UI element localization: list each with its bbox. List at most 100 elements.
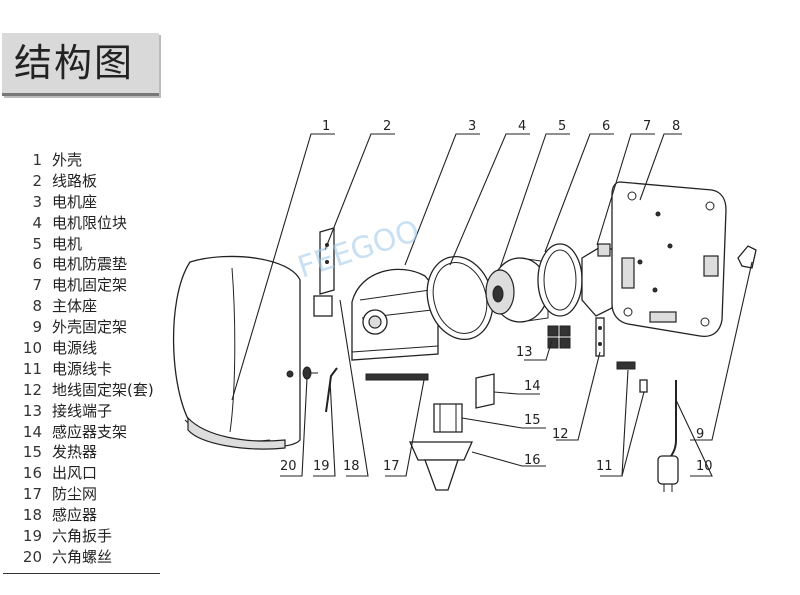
callout-number: 2 xyxy=(383,119,391,134)
legend-item-number: 12 xyxy=(22,380,42,399)
callout-number: 5 xyxy=(558,119,566,134)
part-heater xyxy=(433,403,463,433)
legend-item-label: 防尘网 xyxy=(52,485,98,504)
legend-item-number: 4 xyxy=(32,213,42,232)
legend-item: 1 外壳 xyxy=(20,150,160,171)
legend-item-label: 电机固定架 xyxy=(52,276,128,295)
legend-item: 18 感应器 xyxy=(20,505,160,526)
legend-item: 7 电机固定架 xyxy=(20,275,160,296)
callout-number: 9 xyxy=(696,427,704,442)
legend-item-number: 19 xyxy=(22,527,42,546)
legend-item-number: 3 xyxy=(32,192,42,211)
legend-item-label: 电源线 xyxy=(52,339,98,358)
legend-item-label: 电机 xyxy=(52,234,83,253)
leader-lines xyxy=(231,133,753,477)
callout-number: 6 xyxy=(602,119,610,134)
part-damping-pad xyxy=(537,243,583,317)
legend-item-number: 20 xyxy=(22,547,42,566)
legend-item: 6 电机防震垫 xyxy=(20,254,160,275)
part-hex-screw xyxy=(302,366,318,380)
legend-item: 5 电机 xyxy=(20,234,160,255)
legend-item-label: 地线固定架(套) xyxy=(52,380,154,399)
legend-item-label: 接线端子 xyxy=(52,401,113,420)
part-hex-wrench xyxy=(325,367,338,413)
legend-item-number: 16 xyxy=(22,464,42,483)
legend-item-label: 电机座 xyxy=(52,192,98,211)
legend-item-label: 发热器 xyxy=(52,443,98,462)
part-ground-bracket xyxy=(595,317,605,357)
callout-number: 17 xyxy=(383,459,400,474)
part-terminal-block xyxy=(547,325,571,349)
callout-number: 20 xyxy=(280,459,297,474)
legend-item-label: 六角扳手 xyxy=(52,527,113,546)
legend-item: 14 感应器支架 xyxy=(20,422,160,443)
part-power-cord xyxy=(657,380,679,492)
part-main-base xyxy=(611,181,727,338)
legend-item: 3 电机座 xyxy=(20,192,160,213)
legend-item-number: 2 xyxy=(32,171,42,190)
legend-item-number: 5 xyxy=(32,234,42,253)
legend-item-number: 1 xyxy=(32,151,42,169)
legend-item-number: 14 xyxy=(22,422,42,441)
legend-underline xyxy=(3,573,160,574)
legend-item: 12 地线固定架(套) xyxy=(20,380,160,401)
legend-item: 11 电源线卡 xyxy=(20,359,160,380)
legend-item-number: 17 xyxy=(22,485,42,504)
legend-item: 2 线路板 xyxy=(20,171,160,192)
legend-item: 17 防尘网 xyxy=(20,484,160,505)
legend-item: 9 外壳固定架 xyxy=(20,317,160,338)
legend-item-label: 电机限位块 xyxy=(52,213,128,232)
legend-item-label: 电机防震垫 xyxy=(52,255,128,274)
legend-item: 16 出风口 xyxy=(20,463,160,484)
legend-item-label: 出风口 xyxy=(52,464,98,483)
legend-item-label: 六角螺丝 xyxy=(52,547,113,566)
legend-item-number: 9 xyxy=(32,318,42,337)
part-motor-bracket xyxy=(581,243,615,317)
callout-number: 18 xyxy=(343,459,360,474)
part-sensor-bracket xyxy=(475,373,495,409)
legend-item-number: 6 xyxy=(32,255,42,274)
callout-number: 8 xyxy=(672,119,680,134)
legend-item: 15 发热器 xyxy=(20,442,160,463)
legend-item: 19 六角扳手 xyxy=(20,526,160,547)
legend-item-number: 8 xyxy=(32,297,42,316)
callout-number: 11 xyxy=(596,459,613,474)
callout-number: 14 xyxy=(524,379,541,394)
legend-item-label: 感应器支架 xyxy=(52,422,128,441)
legend-item-label: 外壳固定架 xyxy=(52,318,128,337)
legend-item-label: 外壳 xyxy=(52,151,83,169)
callout-number: 19 xyxy=(313,459,330,474)
legend-item-number: 13 xyxy=(22,401,42,420)
legend-item-label: 主体座 xyxy=(52,297,98,316)
legend-item-number: 7 xyxy=(32,276,42,295)
part-sensor xyxy=(365,373,429,381)
legend-item-number: 11 xyxy=(22,359,42,378)
part-housing-bracket xyxy=(737,245,757,269)
legend-item-label: 线路板 xyxy=(52,171,98,190)
callout-number: 4 xyxy=(518,119,526,134)
part-motor-seat xyxy=(351,268,439,361)
legend-item: 13 接线端子 xyxy=(20,401,160,422)
callout-number: 7 xyxy=(643,119,651,134)
legend-item: 8 主体座 xyxy=(20,296,160,317)
callout-number: 13 xyxy=(516,345,533,360)
legend-item: 4 电机限位块 xyxy=(20,213,160,234)
callout-number: 3 xyxy=(468,119,476,134)
callout-number: 12 xyxy=(552,427,569,442)
legend-item-label: 感应器 xyxy=(52,506,98,525)
part-air-outlet xyxy=(408,441,474,491)
legend-item-number: 15 xyxy=(22,443,42,462)
callout-number: 1 xyxy=(322,119,330,134)
legend-item-label: 电源线卡 xyxy=(52,359,113,378)
legend-item-number: 18 xyxy=(22,506,42,525)
legend-item: 10 电源线 xyxy=(20,338,160,359)
callout-number: 15 xyxy=(524,413,541,428)
legend-item: 20 六角螺丝 xyxy=(20,547,160,568)
callout-number: 10 xyxy=(696,459,713,474)
legend-item-number: 10 xyxy=(22,339,42,358)
title-banner: 结构图 xyxy=(2,33,159,96)
parts-legend: 1 外壳 2 线路板 3 电机座 4 电机限位块 5 电机 6 电机防震垫 7 电机固定架 8 主体座 9 外壳固… xyxy=(20,150,160,568)
part-cord-clip xyxy=(616,361,648,393)
